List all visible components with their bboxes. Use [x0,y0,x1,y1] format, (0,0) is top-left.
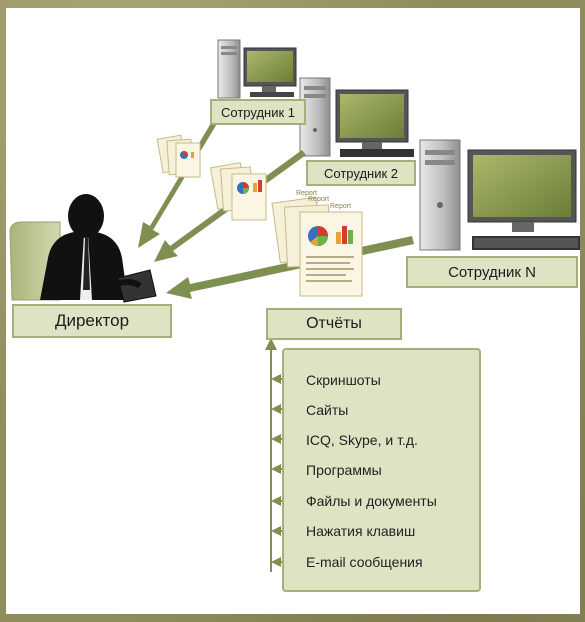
employee-1-label: Сотрудник 1 [210,99,306,125]
report-items-panel: Скриншоты Сайты ICQ, Skype, и т.д. Прогр… [282,348,481,592]
report-doc-label: Report [330,203,352,210]
report-item-keystrokes: Нажатия клавиш [306,523,416,539]
director-label: Директор [12,304,172,338]
report-item-files: Файлы и документы [306,493,437,509]
reports-label: Отчёты [266,308,402,340]
employee-2-label: Сотрудник 2 [306,160,416,186]
report-stack-3-icon [271,196,363,297]
report-item-sites: Сайты [306,402,349,418]
report-item-messengers: ICQ, Skype, и т.д. [306,432,418,448]
report-item-email: E-mail сообщения [306,554,423,570]
director-icon [9,194,157,303]
computer-2-icon [299,77,414,157]
computer-1-icon [217,39,297,99]
report-item-screenshots: Скриншоты [306,372,381,388]
report-stack-1-icon [156,134,201,178]
report-item-programs: Программы [306,462,382,478]
report-stack-2-icon [210,162,267,221]
report-doc-label: Report [296,190,318,197]
computer-n-icon [419,139,580,251]
report-doc-label: Report [308,196,330,203]
employee-n-label: Сотрудник N [406,256,578,288]
